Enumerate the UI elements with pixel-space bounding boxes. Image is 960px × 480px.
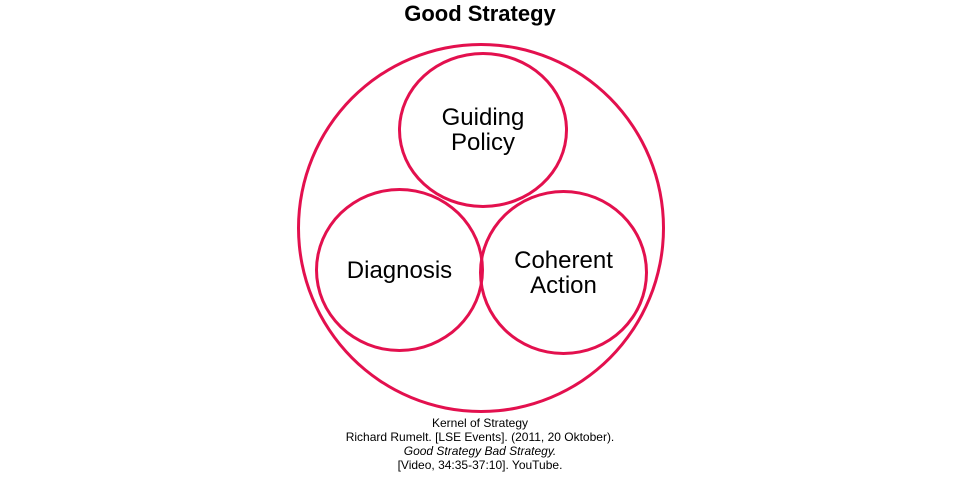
caption-line: [Video, 34:35-37:10]. YouTube. xyxy=(397,458,563,472)
circle-coherent-action: Coherent Action xyxy=(479,190,648,355)
diagnosis-label: Diagnosis xyxy=(346,256,453,284)
coherent-action-label: Coherent Action xyxy=(514,246,613,299)
caption-line: Richard Rumelt. [LSE Events]. (2011, 20 … xyxy=(345,430,615,444)
diagram-title: Good Strategy xyxy=(404,1,556,26)
guiding-policy-label: Guiding Policy xyxy=(441,104,525,156)
citation-caption: Kernel of Strategy Richard Rumelt. [LSE … xyxy=(0,416,960,472)
caption-line: Kernel of Strategy xyxy=(431,416,529,430)
caption-line-italic: Good Strategy Bad Strategy. xyxy=(403,444,557,458)
circle-diagnosis: Diagnosis xyxy=(315,188,484,352)
circle-guiding-policy: Guiding Policy xyxy=(398,52,568,208)
outer-kernel-circle xyxy=(297,43,665,413)
